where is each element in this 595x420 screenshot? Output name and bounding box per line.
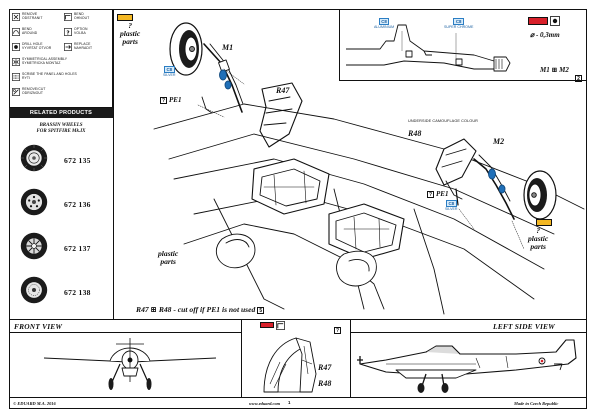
door-fit-detail: [263, 337, 317, 393]
remove-cut-icon: [12, 88, 20, 96]
part-label-pe1: ?PE1: [160, 96, 182, 104]
part-label-pe1: ?PE1: [427, 190, 449, 198]
camouflage-note: UNDERSIDE CAMOUFLAGE COLOUR: [408, 119, 478, 123]
drill-hole-icon: [12, 43, 20, 51]
side-view-rule: [350, 332, 587, 333]
main-wheel-left: [169, 22, 203, 76]
symbol-legend: REMOVE ODSTRANIT BEND OHNOUT BEND AROUND…: [9, 9, 113, 108]
legend-item: REMOVE/CUT ODRIZNOUT: [12, 87, 46, 96]
legend-item: BEND AROUND: [12, 27, 37, 36]
paint-swatch-yellow: [536, 219, 552, 226]
drill-hole-icon: [550, 16, 560, 26]
wheel-icon: [20, 144, 48, 172]
origin-text: Made in Czech Republic: [514, 401, 559, 406]
legend-item: REMOVE ODSTRANIT: [12, 12, 43, 21]
plastic-parts-label: plastic parts: [158, 249, 179, 266]
wheel-icon: [20, 232, 48, 260]
step-number-icon: 5: [257, 306, 265, 314]
wheel-icon: [20, 188, 48, 216]
bend-icon: [64, 13, 72, 21]
side-view-aircraft: [357, 339, 577, 393]
related-product-item: 672 136: [16, 186, 110, 220]
related-product-item: 672 135: [16, 142, 110, 176]
scribe-panel-lines-icon: [12, 73, 20, 81]
assembly-diagram: [153, 22, 585, 315]
legend-item: SYMMETRICAL ASSEMBLY SYMETRICKA MONTAZ: [12, 57, 67, 66]
legend-item: DRILL HOLE VYVRTAT OTVOR: [12, 42, 51, 51]
svg-text:?: ?: [66, 30, 69, 36]
copyright-text: © EDUARD M.A. 2016: [13, 401, 56, 406]
related-product-item: 672 138: [16, 274, 110, 308]
legend-item: ? OPTION VOLBA: [64, 27, 88, 36]
inset-parts-label: M1 ⊞ M2: [540, 66, 569, 74]
part-label-r47: R47: [276, 86, 290, 95]
page-number: 1: [288, 400, 291, 405]
paint-swatch-red: [260, 322, 274, 328]
step-number-icon: ?: [160, 96, 167, 104]
inset-step-number: 2: [575, 69, 584, 87]
legend-item: REPLACE NAHRADIT: [64, 42, 92, 51]
legend-item: BEND OHNOUT: [64, 12, 89, 21]
wire-rod-swatch: [528, 17, 548, 25]
related-product-item: 672 137: [16, 230, 110, 264]
replace-icon: [64, 43, 72, 51]
wire-diameter-note: ⌀ - 0,3mm: [530, 31, 560, 39]
part-label-m2: M2: [493, 137, 505, 146]
front-view-aircraft: [43, 338, 217, 390]
option-icon: ?: [64, 28, 72, 36]
leg-side-detail: [346, 24, 511, 72]
sheet-frame: [9, 9, 587, 409]
part-label-m1: M1: [222, 43, 234, 52]
views-separator: [350, 319, 351, 397]
related-products-title: BRASSIN WHEELS FOR SPITFIRE Mk.IX: [36, 123, 86, 134]
plastic-parts-label: ?plastic parts: [120, 21, 141, 46]
view-part-r47: R47: [318, 363, 332, 372]
assembly-note: R47 ⊞ R48 - cut off if PE1 is not used 5: [136, 305, 266, 314]
website-text: www.eduard.com: [249, 401, 281, 406]
view-part-r48: R48: [318, 379, 332, 388]
option-marker: ?: [334, 326, 341, 334]
legend-item: SCRIBE THE PANEL AND HOLES RYTI: [12, 72, 77, 81]
paint-swatch-yellow: [117, 14, 133, 21]
step-number-icon: ?: [427, 190, 434, 198]
left-column-divider: [113, 9, 114, 319]
related-products-header: RELATED PRODUCTS: [9, 108, 113, 118]
main-wheel-right: [523, 170, 557, 220]
front-view-title: FRONT VIEW: [14, 322, 63, 331]
views-strip-divider: [9, 319, 587, 320]
remove-icon: [12, 13, 20, 21]
views-separator: [241, 319, 242, 397]
symmetrical-assembly-icon: [12, 58, 20, 66]
left-side-view-title: LEFT SIDE VIEW: [493, 322, 555, 331]
sheet-footer: © EDUARD M.A. 2016 www.eduard.com Made i…: [9, 397, 587, 409]
bend-icon: [276, 321, 285, 330]
wheel-icon: [20, 276, 48, 304]
front-view-rule: [9, 332, 241, 333]
bend-around-icon: [12, 28, 20, 36]
part-label-r48: R48: [408, 129, 422, 138]
plastic-parts-label: ?plastic parts: [528, 226, 549, 251]
